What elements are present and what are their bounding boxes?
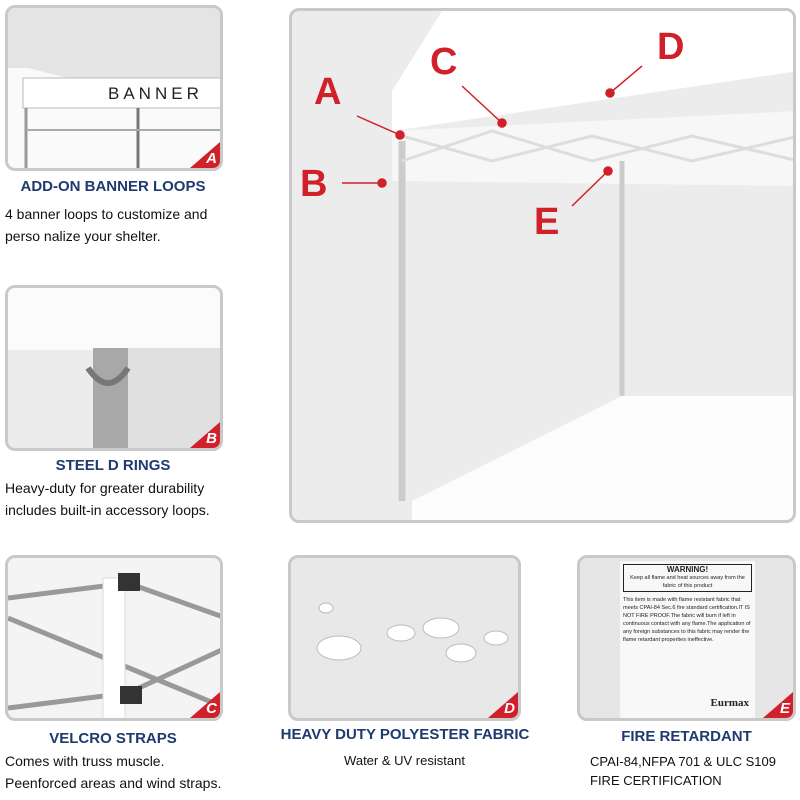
banner-loops-image: BANNER A bbox=[5, 5, 223, 171]
corner-badge bbox=[763, 692, 793, 718]
badge-letter: E bbox=[779, 700, 790, 717]
callout-e: E bbox=[534, 201, 560, 243]
banner-text: BANNER bbox=[108, 84, 203, 103]
brand-logo: Eurmax bbox=[710, 697, 750, 709]
corner-badge bbox=[190, 142, 220, 168]
polyester-fabric-image: D bbox=[288, 555, 521, 721]
warning-text: Keep all flame and heat sources away fro… bbox=[630, 575, 745, 589]
callout-c: C bbox=[430, 41, 458, 83]
callout-d: D bbox=[657, 26, 685, 68]
badge-letter: B bbox=[206, 430, 217, 447]
corner-badge bbox=[190, 422, 220, 448]
velcro-straps-image: C bbox=[5, 555, 223, 721]
water-droplets-illustration bbox=[316, 602, 509, 663]
feature-title: VELCRO STRAPS bbox=[49, 730, 177, 747]
canopy-main-image: A B C D E bbox=[289, 8, 796, 523]
badge-letter: D bbox=[504, 700, 515, 717]
feature-desc: Water & UV resistant bbox=[344, 753, 465, 768]
feature-title: FIRE RETARDANT bbox=[621, 728, 752, 745]
canopy-illustration bbox=[342, 11, 793, 520]
feature-title: HEAVY DUTY POLYESTER FABRIC bbox=[280, 726, 530, 743]
feature-desc: Comes with truss muscle.Peenforced areas… bbox=[5, 753, 222, 791]
d-ring-image: B bbox=[5, 285, 223, 451]
feature-title: ADD-ON BANNER LOOPS bbox=[20, 178, 206, 195]
badge-letter: A bbox=[206, 150, 217, 167]
d-ring-illustration bbox=[8, 288, 220, 448]
velcro-illustration bbox=[8, 573, 220, 718]
corner-badge bbox=[488, 692, 518, 718]
feature-title: STEEL D RINGS bbox=[55, 457, 171, 474]
banner-illustration bbox=[8, 8, 220, 168]
callout-b: B bbox=[300, 163, 328, 205]
warning-heading: WARNING! bbox=[666, 565, 709, 574]
corner-badge bbox=[190, 692, 220, 718]
warning-label: WARNING! Keep all flame and heat sources… bbox=[620, 561, 755, 718]
badge-letter: C bbox=[206, 700, 217, 717]
callout-a: A bbox=[314, 71, 342, 113]
label-body: This item is made with flame resistant f… bbox=[623, 597, 751, 643]
fire-retardant-image: WARNING! Keep all flame and heat sources… bbox=[577, 555, 796, 721]
